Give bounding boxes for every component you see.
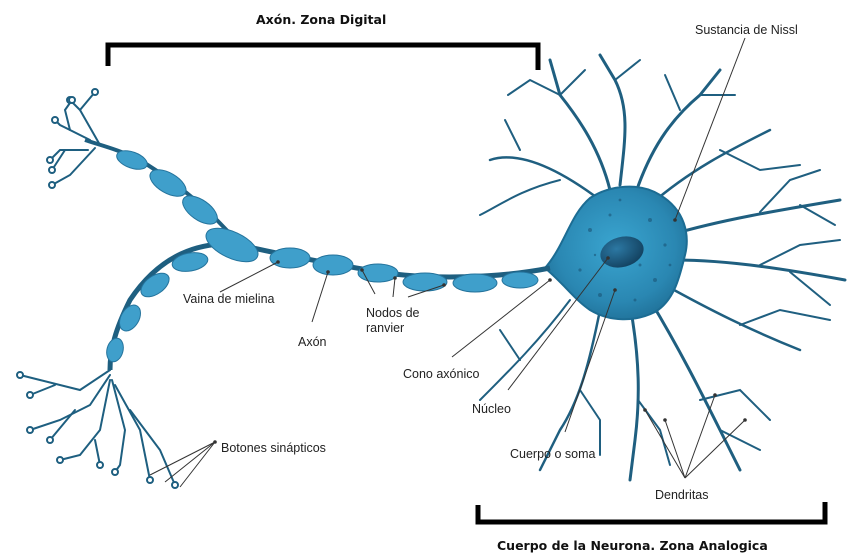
- axon-zone-bracket: [105, 42, 541, 70]
- label-synaptic-buttons: Botones sinápticos: [221, 441, 326, 455]
- leader-lines: [149, 37, 746, 488]
- label-axon: Axón: [298, 335, 327, 349]
- label-ranvier-line1: Nodos de: [366, 306, 420, 320]
- body-zone-bracket: [475, 502, 828, 525]
- label-nissl: Sustancia de Nissl: [695, 23, 798, 37]
- label-nucleus: Núcleo: [472, 402, 511, 416]
- axon-zone-title: Axón. Zona Digital: [256, 12, 387, 27]
- nucleus-shape: [600, 236, 644, 268]
- body-zone-title: Cuerpo de la Neurona. Zona Analogica: [497, 538, 768, 553]
- label-soma: Cuerpo o soma: [510, 447, 596, 461]
- label-ranvier-line2: ranvier: [366, 321, 405, 335]
- dendrites: [479, 53, 847, 482]
- leader-dots: [213, 218, 747, 444]
- label-dendrites: Dendritas: [655, 488, 709, 502]
- label-myelin: Vaina de mielina: [183, 292, 275, 306]
- label-axon-hillock: Cono axónico: [403, 367, 480, 381]
- synaptic-buttons: [16, 88, 179, 489]
- myelin-sheath: [106, 150, 539, 363]
- nissl-granules: [578, 198, 672, 302]
